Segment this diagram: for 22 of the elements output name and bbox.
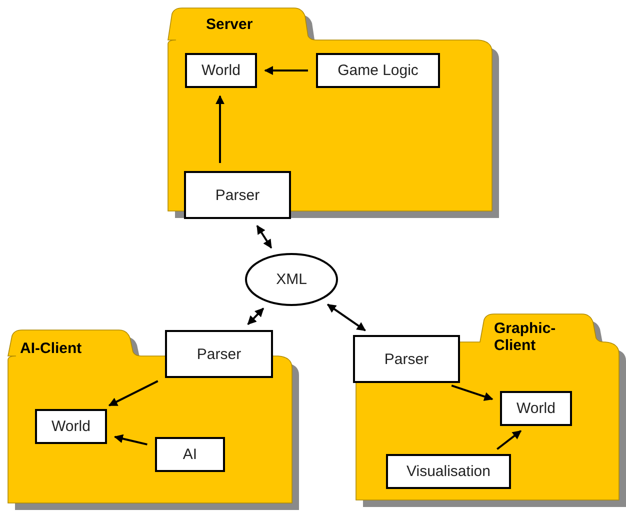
component-box: World <box>185 53 257 88</box>
package-title: Server <box>206 16 253 34</box>
arrow <box>256 224 272 249</box>
component-box: Parser <box>165 330 273 378</box>
arrow <box>451 384 494 401</box>
package-title: Graphic-Client <box>494 320 557 354</box>
arrow <box>326 304 366 332</box>
arrow <box>108 380 158 406</box>
component-box: World <box>500 391 572 426</box>
data-ellipse: XML <box>245 253 338 306</box>
package-title: AI-Client <box>20 340 82 358</box>
component-box: Game Logic <box>316 53 440 88</box>
component-box: Parser <box>353 335 460 383</box>
arrow <box>114 434 148 446</box>
component-box: World <box>35 409 107 444</box>
arrow <box>264 66 308 75</box>
arrow <box>247 308 264 325</box>
arrow <box>216 95 224 163</box>
package-folder <box>168 8 499 218</box>
component-box: Visualisation <box>386 454 511 489</box>
component-box: AI <box>155 437 225 472</box>
arrow <box>496 430 522 450</box>
